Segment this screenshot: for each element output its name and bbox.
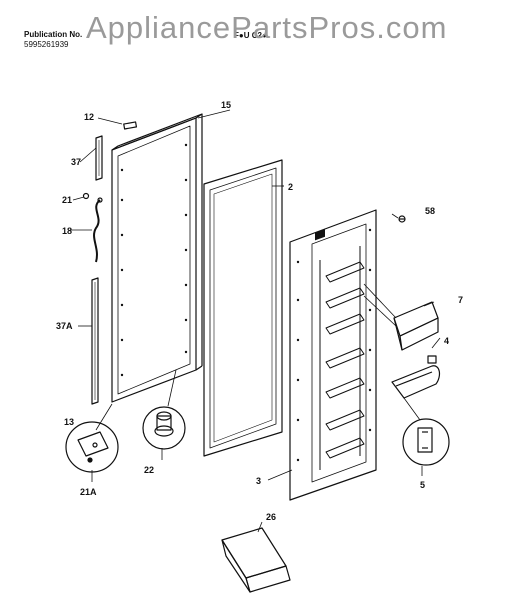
- bracket-screw: [87, 457, 93, 463]
- callout-22: 22: [144, 465, 154, 475]
- callout-7: 7: [458, 295, 463, 305]
- callout-15: 15: [221, 100, 231, 110]
- hinge-cap: [142, 406, 186, 450]
- hinge-strip-lower: [91, 277, 99, 405]
- outer-door-panel: [111, 113, 203, 403]
- top-clip: [123, 121, 138, 130]
- liner-screw: [398, 215, 406, 223]
- watermark: AppliancePartsPros.com: [86, 10, 448, 45]
- callout-37a: 37A: [56, 321, 73, 331]
- publication-number: 5995261939: [24, 40, 69, 49]
- storage-bin: [221, 527, 291, 593]
- callout-21a: 21A: [80, 487, 97, 497]
- callout-26: 26: [266, 512, 276, 522]
- hinge-strip-upper: [95, 135, 103, 181]
- hinge-cover: [402, 418, 450, 466]
- callout-3: 3: [256, 476, 261, 486]
- callout-2: 2: [288, 182, 293, 192]
- wire-harness: [93, 197, 103, 263]
- hinge-bracket: [65, 421, 119, 473]
- callout-18: 18: [62, 226, 72, 236]
- callout-37: 37: [71, 157, 81, 167]
- leader-lines: [70, 109, 441, 533]
- dairy-door: [391, 355, 441, 399]
- callout-58: 58: [425, 206, 435, 216]
- callout-21: 21: [62, 195, 72, 205]
- callout-4: 4: [444, 336, 449, 346]
- door-bin: [393, 301, 439, 351]
- publication-label: Publication No.: [24, 30, 83, 39]
- callout-13: 13: [64, 417, 74, 427]
- inner-door-liner: [289, 209, 377, 501]
- callout-12: 12: [84, 112, 94, 122]
- model-number: F●U C2●: [234, 31, 267, 40]
- hinge-screw: [82, 192, 90, 200]
- callout-5: 5: [420, 480, 425, 490]
- door-gasket: [203, 159, 283, 457]
